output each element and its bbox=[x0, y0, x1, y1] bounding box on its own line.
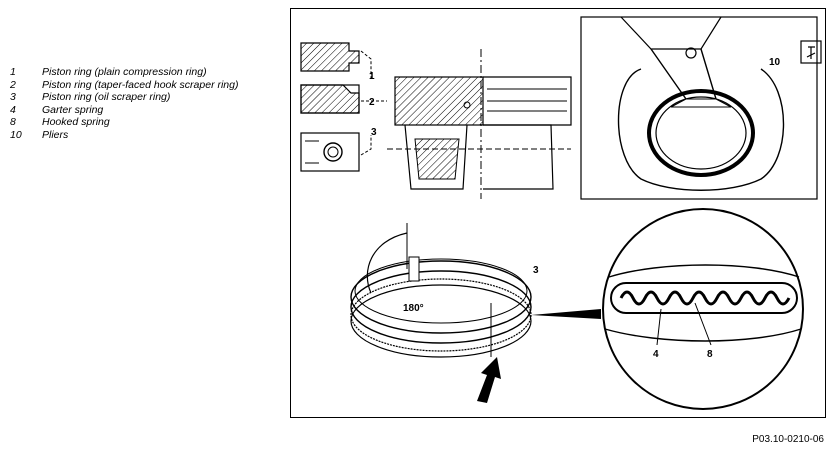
label-ring-3: 3 bbox=[371, 127, 377, 138]
technical-illustration: 1 2 3 10 bbox=[290, 8, 826, 418]
label-garter-spring: 4 bbox=[653, 349, 659, 360]
legend-item: 1 Piston ring (plain compression ring) bbox=[10, 66, 265, 79]
label-angle: 180° bbox=[403, 303, 424, 314]
pliers-inset bbox=[580, 16, 822, 200]
legend-item: 10 Pliers bbox=[10, 129, 265, 142]
ring-cross-sections bbox=[300, 42, 387, 172]
legend-number: 1 bbox=[10, 66, 16, 78]
legend-item: 3 Piston ring (oil scraper ring) bbox=[10, 91, 265, 104]
legend-item: 8 Hooked spring bbox=[10, 116, 265, 129]
label-ring-2: 2 bbox=[369, 97, 375, 108]
legend-number: 10 bbox=[10, 128, 22, 141]
legend-item: 4 Garter spring bbox=[10, 104, 265, 117]
ring-assembly bbox=[350, 223, 601, 403]
legend-number: 8 bbox=[10, 116, 16, 128]
label-ring-1: 1 bbox=[369, 71, 375, 82]
legend-text: Pliers bbox=[42, 128, 69, 141]
legend-number: 3 bbox=[10, 91, 16, 103]
legend-text: Piston ring (taper-faced hook scraper ri… bbox=[42, 78, 239, 91]
legend-text: Hooked spring bbox=[42, 116, 110, 128]
label-pliers: 10 bbox=[769, 57, 781, 68]
legend: 1 Piston ring (plain compression ring) 2… bbox=[10, 66, 265, 141]
label-ring-assembly: 3 bbox=[533, 265, 539, 276]
legend-number: 2 bbox=[10, 78, 16, 91]
legend-text: Garter spring bbox=[42, 103, 104, 116]
spring-detail bbox=[602, 208, 804, 410]
legend-text: Piston ring (plain compression ring) bbox=[42, 66, 207, 78]
figure-caption: P03.10-0210-06 bbox=[752, 434, 824, 445]
label-hooked-spring: 8 bbox=[707, 349, 713, 360]
piston-section bbox=[387, 49, 572, 199]
illustration-svg: 1 2 3 10 bbox=[300, 16, 822, 410]
legend-text: Piston ring (oil scraper ring) bbox=[42, 91, 171, 103]
legend-item: 2 Piston ring (taper-faced hook scraper … bbox=[10, 79, 265, 92]
legend-number: 4 bbox=[10, 103, 16, 116]
